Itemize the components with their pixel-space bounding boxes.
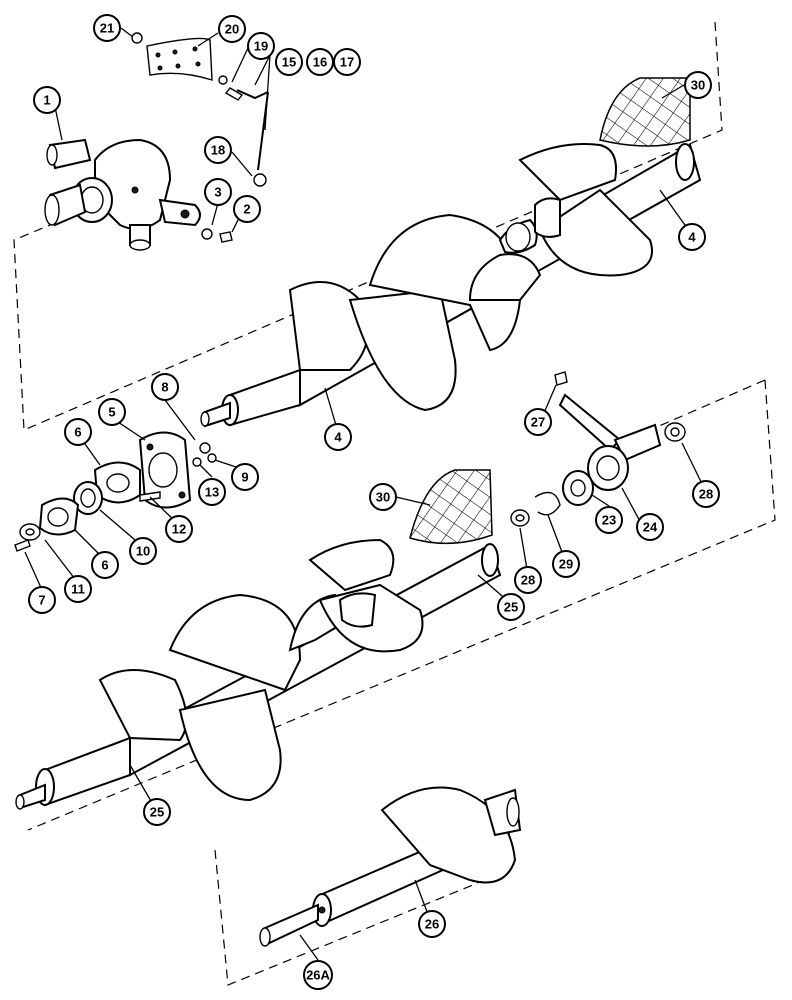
callout-19: 19 [247,32,275,60]
svg-text:28: 28 [521,573,535,588]
callout-11: 11 [64,575,92,603]
callout-2: 2 [233,195,261,223]
callout-5: 5 [98,398,126,426]
lower-auger-assembly [259,786,522,947]
bearing-hardware-right [510,371,686,527]
svg-text:11: 11 [71,582,85,597]
svg-text:23: 23 [602,513,616,528]
callout-26a: 26A [303,960,333,990]
callout-7: 7 [28,586,56,614]
svg-text:15: 15 [282,55,296,70]
svg-text:13: 13 [205,485,219,500]
gearbox-assembly [44,138,201,251]
callout-27: 27 [524,408,552,436]
svg-text:28: 28 [699,487,713,502]
svg-text:4: 4 [334,430,342,445]
svg-text:6: 6 [74,425,81,440]
callout-17: 17 [333,48,361,76]
svg-text:20: 20 [225,22,239,37]
svg-text:3: 3 [214,185,221,200]
svg-text:9: 9 [241,470,248,485]
callout-13: 13 [198,478,226,506]
callout-26: 26 [418,910,446,938]
svg-text:25: 25 [504,600,518,615]
svg-text:1: 1 [43,93,50,108]
svg-text:7: 7 [38,593,45,608]
callout-25-b: 25 [143,798,171,826]
callout-23: 23 [595,506,623,534]
callout-29: 29 [552,550,580,578]
callout-16: 16 [306,48,334,76]
bearing-hardware-left [14,431,217,552]
svg-text:16: 16 [313,55,327,70]
callout-1: 1 [33,86,61,114]
svg-text:30: 30 [691,78,705,93]
svg-text:8: 8 [161,380,168,395]
svg-text:25: 25 [150,805,164,820]
callout-3: 3 [204,178,232,206]
svg-text:5: 5 [108,405,115,420]
svg-text:19: 19 [254,39,268,54]
upper-auger-assembly [200,77,702,428]
svg-text:29: 29 [559,557,573,572]
callout-9: 9 [231,463,259,491]
svg-text:24: 24 [643,520,658,535]
callout-30-b: 30 [369,483,397,511]
callout-15: 15 [275,48,303,76]
callout-18: 18 [204,136,232,164]
svg-text:26A: 26A [306,968,330,983]
callout-6-a: 6 [64,418,92,446]
callout-24: 24 [636,513,664,541]
hardware-upper [131,32,269,243]
svg-text:21: 21 [100,21,114,36]
svg-text:10: 10 [136,544,150,559]
svg-text:26: 26 [425,917,439,932]
svg-text:2: 2 [243,202,250,217]
svg-text:18: 18 [211,143,225,158]
callout-8: 8 [151,373,179,401]
svg-text:12: 12 [172,522,186,537]
svg-text:17: 17 [340,55,354,70]
svg-text:6: 6 [101,558,108,573]
callout-20: 20 [218,15,246,43]
callout-10: 10 [129,537,157,565]
dashed-group-outline-lower [214,849,486,986]
callout-6-b: 6 [91,551,119,579]
callout-28-b: 28 [514,566,542,594]
callout-12: 12 [165,515,193,543]
callout-4-mid: 4 [324,423,352,451]
callout-28-a: 28 [692,480,720,508]
callout-25-a: 25 [497,593,525,621]
svg-text:30: 30 [376,490,390,505]
svg-text:4: 4 [688,230,696,245]
svg-text:27: 27 [531,415,545,430]
callout-4-top: 4 [678,223,706,251]
callout-21: 21 [93,14,121,42]
middle-auger-assembly [15,469,502,810]
callout-30-a: 30 [684,71,712,99]
dashed-group-outline-middle [27,379,776,831]
